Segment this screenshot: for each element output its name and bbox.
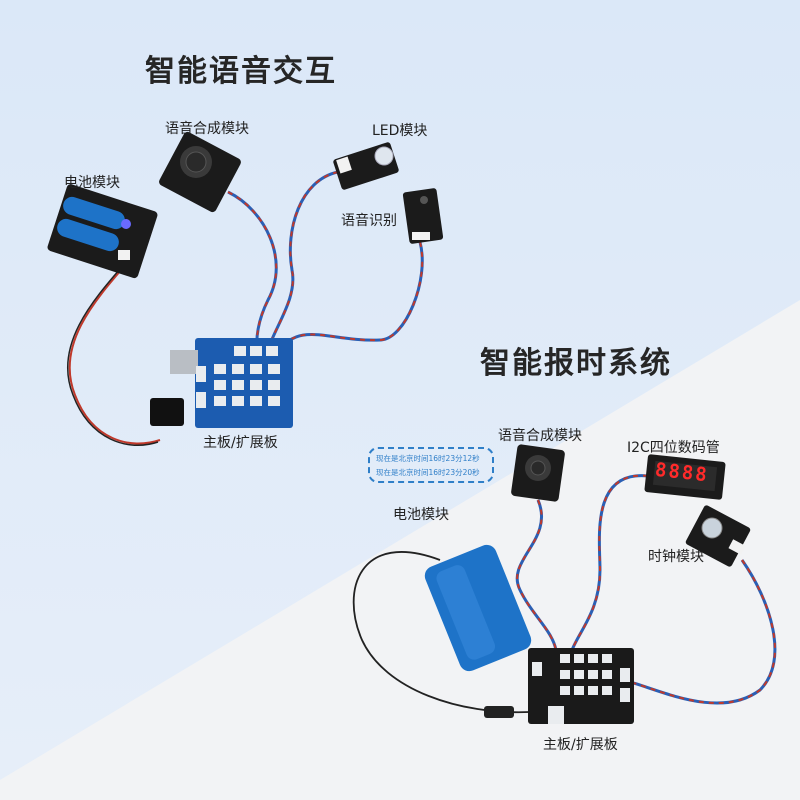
label-mainboard-2: 主板/扩展板 bbox=[543, 737, 618, 753]
label-mainboard-1: 主板/扩展板 bbox=[203, 435, 278, 451]
led-module bbox=[333, 142, 399, 190]
speech-synth-module-1 bbox=[159, 131, 241, 213]
label-speech-recog: 语音识别 bbox=[341, 213, 397, 229]
label-display: I2C四位数码管 bbox=[627, 440, 720, 456]
cable-clock-to-board bbox=[629, 559, 777, 705]
label-led: LED模块 bbox=[372, 123, 428, 139]
section2-title: 智能报时系统 bbox=[480, 346, 672, 381]
cable-synth-to-board bbox=[227, 190, 278, 353]
label-speech-synth-2: 语音合成模块 bbox=[498, 428, 582, 444]
label-battery-2: 电池模块 bbox=[393, 507, 449, 523]
speech-output-bubble: 现在是北京时间16时23分12秒 现在是北京时间16时23分20秒 bbox=[368, 447, 494, 483]
label-clock: 时钟模块 bbox=[648, 549, 704, 565]
cable-battery-to-board bbox=[67, 261, 161, 446]
cable-display-to-board bbox=[570, 474, 649, 651]
speech-synth-module-2 bbox=[511, 444, 565, 502]
speech-output-line-2: 现在是北京时间16时23分20秒 bbox=[376, 468, 480, 477]
cable-recog-to-board bbox=[276, 241, 424, 353]
cable-led-to-board bbox=[266, 170, 339, 353]
label-battery-1: 电池模块 bbox=[64, 175, 120, 191]
speech-recog-module bbox=[402, 188, 444, 244]
four-digit-display-module bbox=[644, 454, 726, 500]
section1-title: 智能语音交互 bbox=[145, 54, 337, 89]
battery-module-1 bbox=[47, 184, 158, 279]
clock-module bbox=[685, 505, 751, 567]
battery-pack-2 bbox=[424, 544, 532, 672]
cable-synth2-to-board bbox=[515, 499, 558, 651]
mainboard-2 bbox=[484, 648, 634, 724]
mainboard-1 bbox=[150, 338, 293, 428]
speech-output-line-1: 现在是北京时间16时23分12秒 bbox=[376, 454, 480, 463]
label-speech-synth-1: 语音合成模块 bbox=[165, 121, 249, 137]
